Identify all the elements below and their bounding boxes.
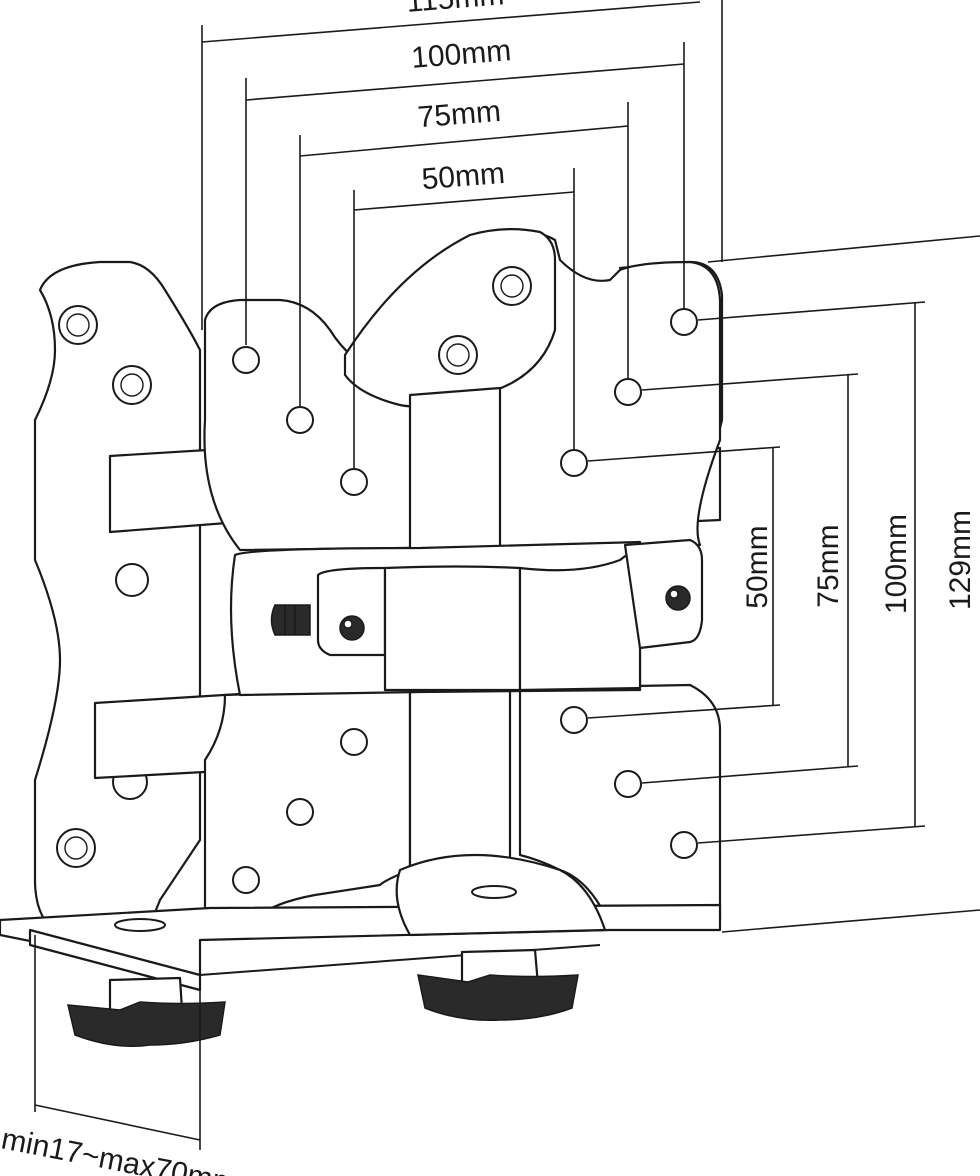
- hole-icon: [286, 798, 314, 826]
- dim-label-50-v: 50mm: [741, 525, 774, 608]
- horizontal-dimensions: [201, 0, 723, 468]
- clamp-range-label: min17~max70mm: [0, 1122, 240, 1176]
- hole-icon: [340, 728, 368, 756]
- dim-label-50-h: 50mm: [420, 157, 506, 196]
- knob-icon: [417, 974, 579, 1021]
- bolt-icon: [270, 604, 311, 636]
- vertical-dimensions: [587, 235, 980, 933]
- hole-icon: [340, 468, 368, 496]
- hole-icon: [614, 378, 642, 406]
- hole-icon: [670, 831, 698, 859]
- dim-label-100-v: 100mm: [880, 514, 913, 614]
- front-plate: [203, 228, 722, 932]
- hole-icon: [232, 346, 260, 374]
- dim-label-100-h: 100mm: [410, 34, 512, 75]
- screw-icon: [339, 615, 365, 641]
- hole-icon: [670, 308, 698, 336]
- screw-icon: [665, 585, 691, 611]
- hole-icon: [560, 449, 588, 477]
- hole-icon: [614, 770, 642, 798]
- clamp-knobs: [67, 948, 579, 1047]
- base-plate: [0, 853, 722, 992]
- hole-icon: [232, 866, 260, 894]
- hole-icon: [560, 706, 588, 734]
- hole-icon: [286, 406, 314, 434]
- knob-icon: [67, 1001, 226, 1047]
- dim-label-75-v: 75mm: [812, 524, 845, 607]
- clamp-range-dimension: [34, 935, 201, 1150]
- clamp-band: [229, 538, 704, 697]
- back-plate-holes: [56, 305, 152, 868]
- dim-label-129: 129mm: [944, 510, 977, 610]
- vesa-holes: [232, 266, 698, 894]
- hole-icon: [115, 563, 149, 597]
- dim-label-75-h: 75mm: [416, 95, 502, 134]
- dim-label-115: 115mm: [405, 0, 505, 19]
